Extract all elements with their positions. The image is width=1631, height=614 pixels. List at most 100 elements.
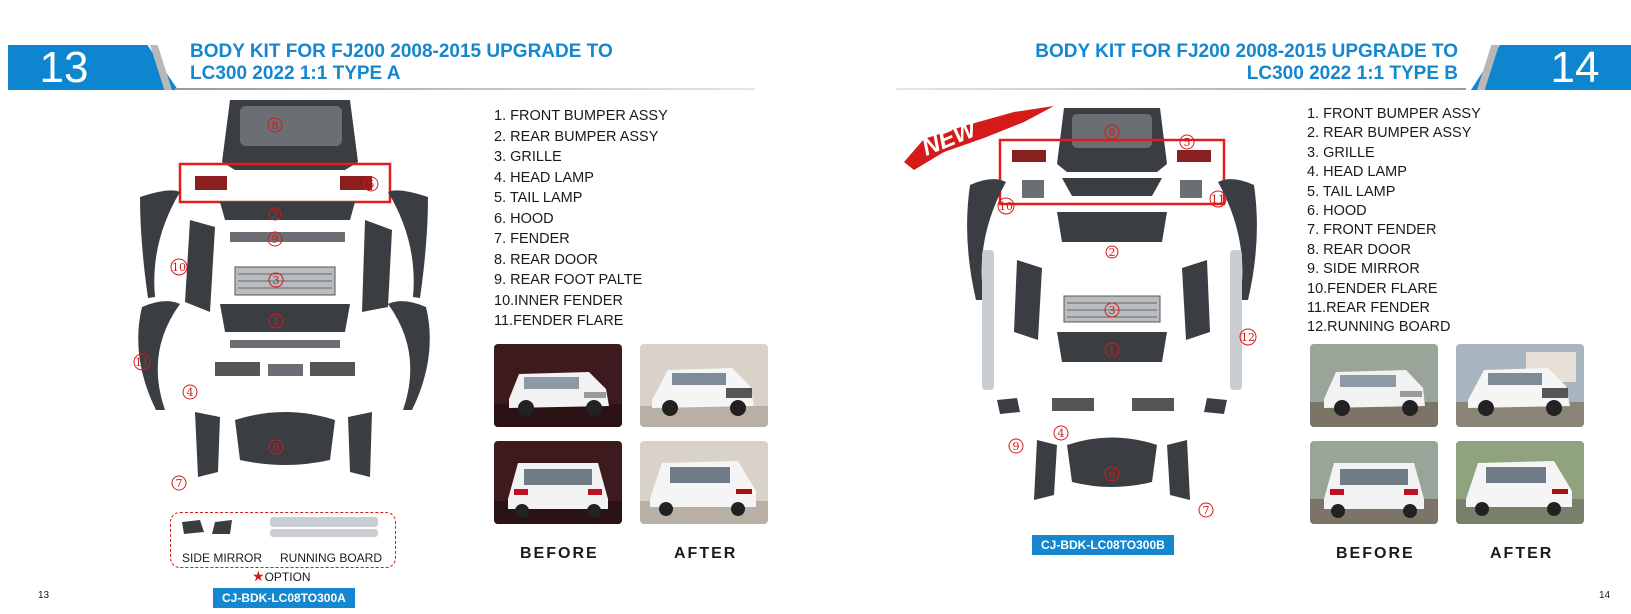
after-photo-rear bbox=[1456, 441, 1584, 524]
page-number-banner: 14 bbox=[1471, 45, 1631, 90]
banner-number: 14 bbox=[1550, 43, 1600, 92]
callout-5: 5 bbox=[1184, 136, 1191, 149]
fender-flare-right bbox=[1218, 179, 1257, 300]
grille bbox=[1063, 295, 1161, 323]
rear-fender-right bbox=[1180, 180, 1202, 198]
parts-diagram: 8 5 10 11 2 3 12 1 4 9 6 7 bbox=[967, 108, 1257, 518]
head-lamp-left bbox=[1052, 398, 1094, 411]
hood bbox=[1067, 437, 1157, 487]
before-photo-rear bbox=[494, 441, 622, 524]
callout-10: 10 bbox=[999, 200, 1013, 213]
callout-4: 4 bbox=[1058, 427, 1065, 440]
after-caption: AFTER bbox=[1490, 545, 1554, 562]
title-line-2: LC300 2022 1:1 TYPE B bbox=[1246, 63, 1458, 84]
option-text: OPTION bbox=[264, 570, 311, 584]
rear-foot-plate bbox=[230, 232, 345, 242]
page-title: BODY KIT FOR FJ200 2008-2015 UPGRADE TO … bbox=[190, 41, 613, 85]
parts-list: 1. FRONT BUMPER ASSY 2. REAR BUMPER ASSY… bbox=[494, 106, 668, 332]
fender-flare-rear-left bbox=[140, 190, 180, 298]
before-photo-front bbox=[1310, 344, 1438, 427]
parts-list-item: 3. GRILLE bbox=[1307, 144, 1375, 161]
bumper-trim bbox=[230, 340, 340, 348]
parts-list-item: 5. TAIL LAMP bbox=[1307, 183, 1396, 200]
callout-2: 2 bbox=[272, 208, 279, 221]
running-board-part-2 bbox=[270, 529, 378, 537]
side-mirror-part-2 bbox=[212, 520, 232, 534]
inner-fender-right bbox=[1182, 260, 1210, 340]
parts-list-item: 4. HEAD LAMP bbox=[1307, 164, 1407, 181]
parts-list-item: 7. FENDER bbox=[494, 231, 570, 247]
front-bumper bbox=[220, 304, 350, 332]
inner-fender-left bbox=[185, 220, 215, 312]
callout-3: 3 bbox=[273, 274, 280, 287]
rear-bumper bbox=[220, 202, 355, 220]
after-photo-front bbox=[1456, 344, 1584, 427]
page-number-banner: 13 bbox=[8, 45, 178, 90]
option-running-board: RUNNING BOARD bbox=[280, 551, 383, 565]
title-line-1: BODY KIT FOR FJ200 2008-2015 UPGRADE TO bbox=[190, 41, 613, 62]
page-title: BODY KIT FOR FJ200 2008-2015 UPGRADE TO … bbox=[1035, 41, 1458, 85]
parts-list-item: 1. FRONT BUMPER ASSY bbox=[1307, 106, 1481, 122]
option-label: ★OPTION bbox=[252, 568, 311, 585]
callout-3: 3 bbox=[1109, 304, 1116, 317]
fender-flare-front-left bbox=[138, 301, 180, 410]
parts-list: 1. FRONT BUMPER ASSY 2. REAR BUMPER ASSY… bbox=[1307, 105, 1481, 338]
parts-list-item: 6. HOOD bbox=[1307, 203, 1367, 220]
rear-fender-left bbox=[1022, 180, 1044, 198]
fender-flare-rear-right bbox=[388, 190, 428, 298]
fender-flare-left bbox=[967, 179, 1006, 300]
parts-list-item: 6. HOOD bbox=[494, 210, 554, 227]
tail-lamp-left bbox=[195, 176, 227, 190]
parts-list-item: 12.RUNNING BOARD bbox=[1307, 319, 1451, 336]
after-photo-front bbox=[640, 344, 768, 427]
callout-1: 1 bbox=[1109, 344, 1116, 357]
parts-list-item: 4. HEAD LAMP bbox=[494, 169, 594, 186]
callout-6: 6 bbox=[1109, 468, 1116, 481]
running-board-left bbox=[982, 250, 994, 390]
fender-right bbox=[348, 412, 372, 477]
option-box bbox=[170, 512, 396, 568]
inner-fender-right bbox=[362, 220, 392, 312]
parts-list-item: 8. REAR DOOR bbox=[494, 251, 598, 268]
callout-11: 11 bbox=[1211, 193, 1225, 206]
catalog-page-13: 13 BODY KIT FOR FJ200 2008-2015 UPGRADE … bbox=[0, 0, 815, 614]
tail-lamp-right bbox=[1177, 150, 1211, 162]
parts-diagram: 8 5 2 9 10 3 1 11 4 6 7 bbox=[133, 100, 430, 537]
callout-8: 8 bbox=[272, 119, 279, 132]
parts-list-item: 9. REAR FOOT PALTE bbox=[494, 272, 643, 288]
new-badge: NEW bbox=[904, 106, 1054, 170]
option-side-mirror: SIDE MIRROR bbox=[182, 551, 263, 565]
tail-lamp-left bbox=[1012, 150, 1046, 162]
after-photo-rear bbox=[640, 441, 768, 524]
parts-list-item: 8. REAR DOOR bbox=[1307, 241, 1411, 258]
hood bbox=[235, 412, 335, 465]
callout-9: 9 bbox=[1013, 440, 1020, 453]
inner-fender-left bbox=[1014, 260, 1042, 340]
callout-8: 8 bbox=[1109, 126, 1116, 139]
side-mirror-part bbox=[182, 520, 204, 534]
callout-12: 12 bbox=[1241, 331, 1255, 344]
callout-7: 7 bbox=[1203, 504, 1210, 517]
product-code-badge: CJ-BDK-LC08TO300A bbox=[213, 588, 355, 608]
parts-list-item: 5. TAIL LAMP bbox=[494, 190, 583, 206]
rear-panel bbox=[1062, 178, 1162, 196]
fog-lamps bbox=[268, 364, 303, 376]
parts-list-item: 2. REAR BUMPER ASSY bbox=[494, 128, 659, 145]
fender-flare-front-right bbox=[388, 301, 430, 410]
title-line-1: BODY KIT FOR FJ200 2008-2015 UPGRADE TO bbox=[1035, 41, 1458, 62]
parts-list-item: 10.INNER FENDER bbox=[494, 292, 623, 309]
front-bumper bbox=[1057, 332, 1167, 362]
running-board-part bbox=[270, 517, 378, 527]
head-lamp-left bbox=[215, 362, 260, 376]
title-underline bbox=[175, 88, 755, 90]
highlight-box bbox=[998, 138, 1226, 206]
title-line-2: LC300 2022 1:1 TYPE A bbox=[190, 63, 401, 84]
callout-5: 5 bbox=[368, 178, 375, 191]
before-caption: BEFORE bbox=[1336, 545, 1415, 562]
running-board-right bbox=[1230, 250, 1242, 390]
rear-door-glass bbox=[240, 106, 342, 146]
callout-11: 11 bbox=[135, 356, 149, 369]
title-underline bbox=[896, 88, 1466, 90]
before-caption: BEFORE bbox=[520, 545, 599, 562]
parts-list-item: 10.FENDER FLARE bbox=[1307, 280, 1438, 297]
